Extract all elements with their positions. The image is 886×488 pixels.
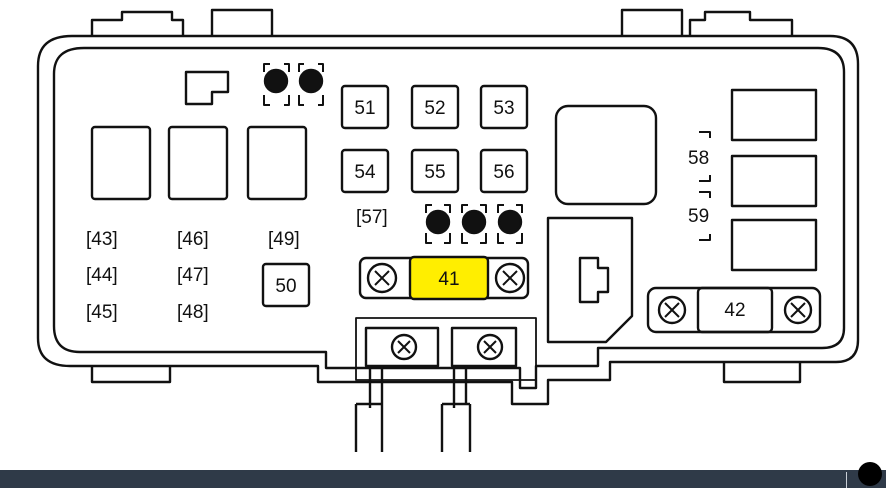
relay-right-1	[730, 88, 818, 142]
fuse-label-57: [57]	[356, 207, 388, 228]
main-fuse-42-center	[696, 286, 774, 334]
fuse-box-label-51: 51	[354, 98, 375, 119]
connector-pair-top	[263, 63, 324, 106]
fuse-box-label-56: 56	[493, 162, 514, 183]
fuse-label-46: [46]	[177, 229, 209, 250]
screw-x-icon	[494, 262, 526, 294]
terminal-area-outline	[355, 317, 537, 381]
fuse-box-55	[410, 148, 460, 194]
fuse-label-49: [49]	[268, 229, 300, 250]
main-fuse-41-highlight	[408, 255, 490, 301]
fuse-label-43: [43]	[86, 229, 118, 250]
connector-triple	[425, 204, 523, 244]
top-mounting-tabs	[90, 8, 794, 37]
fuse-box-housing-outer	[36, 34, 860, 406]
cable-left	[354, 366, 384, 452]
fuse-box-52	[410, 84, 460, 130]
connector-socket	[546, 216, 634, 344]
screw-x-icon	[783, 295, 813, 325]
fuse-box-label-53: 53	[493, 98, 514, 119]
relay-right-3	[730, 218, 818, 272]
relay-large-2	[167, 125, 229, 201]
fuse-box-50	[261, 262, 311, 308]
cable-right	[440, 366, 472, 452]
small-relay-icon	[184, 70, 230, 106]
main-fuse-label-41: 41	[438, 269, 459, 290]
bottom-mounting-feet	[90, 362, 802, 384]
fuse-box-housing-inner	[52, 46, 846, 390]
fuse-label-48: [48]	[177, 302, 209, 323]
terminal-left	[364, 326, 440, 368]
main-fuse-label-42: 42	[724, 300, 745, 321]
screw-x-icon	[657, 295, 687, 325]
fuse-labels: [43] [44] [45] [46] [47] [48] [49] [57] …	[86, 98, 746, 323]
fuse-box-label-55: 55	[424, 162, 445, 183]
fuse-label-58: 58	[688, 148, 709, 169]
fuse-58-59-brackets	[699, 131, 711, 241]
fuse-box-label-54: 54	[354, 162, 376, 183]
relay-large-3	[246, 125, 308, 201]
fuse-box-label-52: 52	[424, 98, 445, 119]
fuse-box-54	[340, 148, 390, 194]
connector-socket-icon	[578, 256, 610, 304]
relay-right-2	[730, 154, 818, 208]
terminal-right	[450, 326, 518, 368]
toolbar-divider	[846, 472, 847, 488]
fuse-box-51	[340, 84, 390, 130]
screw-x-icon	[366, 262, 398, 294]
relay-right-group	[730, 88, 818, 272]
fuse-label-44: [44]	[86, 265, 118, 286]
relay-large-1	[90, 125, 152, 201]
fuse-label-45: [45]	[86, 302, 118, 323]
fuse-box-label-50: 50	[275, 276, 296, 297]
bottom-toolbar	[0, 462, 886, 488]
relay-large-center	[554, 104, 658, 206]
fuse-label-59: 59	[688, 206, 709, 227]
circle-icon[interactable]	[858, 462, 882, 486]
relay-large-left-group	[90, 125, 308, 201]
fuse-box-56	[479, 148, 529, 194]
fuse-box-53	[479, 84, 529, 130]
fuse-label-47: [47]	[177, 265, 209, 286]
